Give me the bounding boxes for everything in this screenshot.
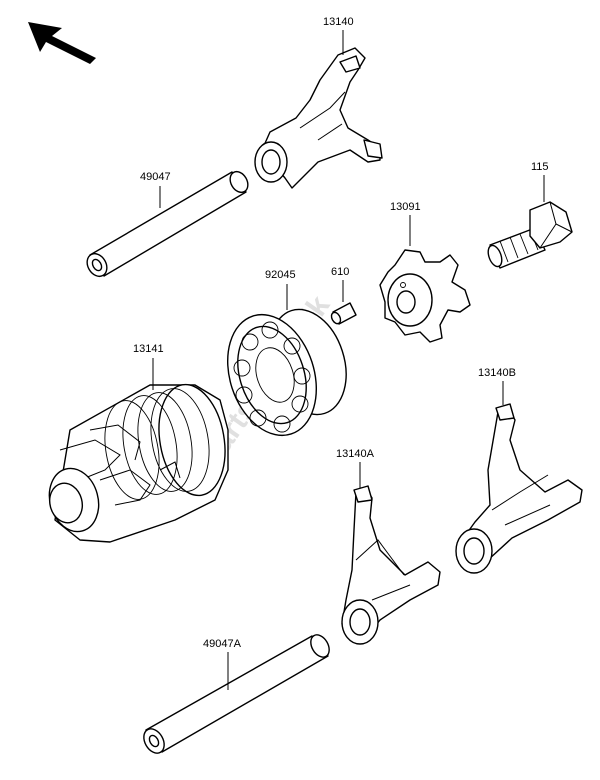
direction-arrow-icon [28, 22, 96, 64]
label-115: 115 [531, 161, 549, 173]
shift-fork-13140A [341, 485, 441, 645]
bearing-92045 [226, 308, 347, 440]
label-13091: 13091 [390, 201, 421, 213]
label-49047: 49047 [140, 171, 171, 183]
pin-610 [330, 302, 357, 325]
label-610: 610 [331, 266, 349, 278]
label-13141: 13141 [133, 343, 164, 355]
label-13140A: 13140A [336, 448, 375, 460]
shaft-49047 [86, 170, 249, 278]
label-13140B: 13140B [478, 367, 516, 379]
label-92045: 92045 [265, 269, 296, 281]
shift-drum-13141 [48, 383, 229, 543]
star-wheel-13091 [379, 249, 471, 343]
shift-fork-13140 [254, 47, 383, 189]
label-49047A: 49047A [203, 638, 242, 650]
shaft-49047A [143, 634, 330, 754]
shift-fork-13140B [455, 403, 583, 574]
bolt-115 [487, 201, 573, 269]
label-13140: 13140 [323, 16, 354, 28]
